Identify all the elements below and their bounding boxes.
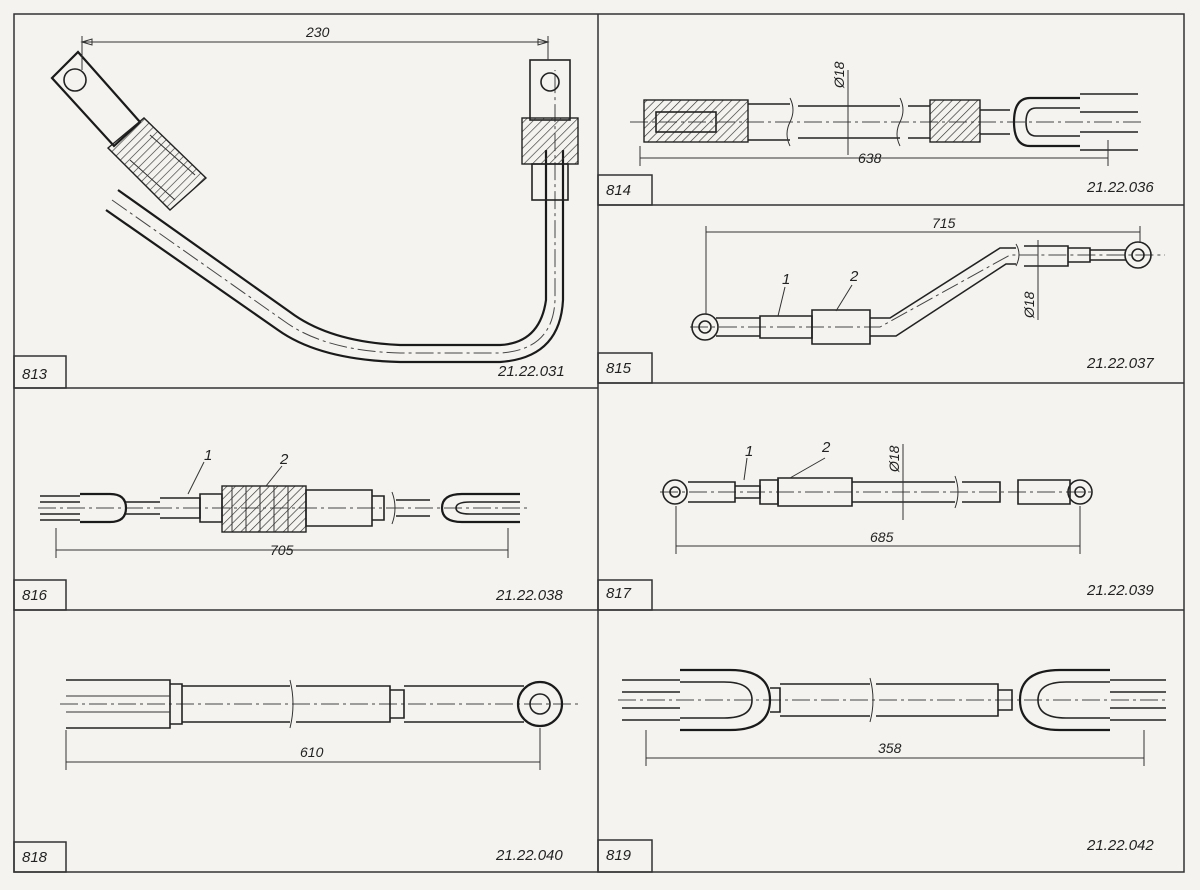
part-code: 21.22.031 [497,363,565,380]
panel-818: 610 818 21.22.040 [13,679,580,873]
callout-1: 1 [204,447,212,464]
panel-number: 817 [606,585,632,602]
panel-number: 819 [606,847,632,864]
callout-2: 2 [821,439,831,456]
dim-705: 705 [270,542,294,558]
dim-230: 230 [305,24,330,40]
panel-819: 358 819 21.22.042 [597,668,1168,873]
panel-number: 814 [606,182,631,199]
callout-2: 2 [849,268,859,285]
panel-817: 1 2 Ø18 685 817 21.22.039 [597,439,1154,611]
part-code: 21.22.037 [1086,355,1154,372]
dim-715: 715 [932,215,956,231]
part-code: 21.22.038 [495,587,563,604]
panel-815: 1 2 715 Ø18 815 21.22.037 [597,215,1165,384]
dim-358: 358 [878,740,902,756]
part-code: 21.22.039 [1086,582,1154,599]
sheet-grid [13,13,1185,873]
panel-number: 815 [606,360,632,377]
part-code: 21.22.036 [1086,179,1154,196]
dim-685: 685 [870,529,894,545]
panel-number: 818 [22,849,48,866]
callout-1: 1 [782,271,790,288]
callout-2: 2 [279,451,289,468]
dim-638: 638 [858,150,882,166]
dim-610: 610 [300,744,324,760]
part-code: 21.22.042 [1086,837,1154,854]
dim-diameter-18: Ø18 [886,445,902,473]
dim-diameter-18: Ø18 [1021,291,1037,319]
panel-number: 816 [22,587,48,604]
part-code: 21.22.040 [495,847,563,864]
dim-diameter-18: Ø18 [831,61,847,89]
panel-814: Ø18 638 814 21.22.036 [597,61,1154,206]
panel-816: 1 2 705 816 21.22.038 [13,447,563,611]
panel-813: 230 813 21.22.031 [13,24,579,389]
panel-number: 813 [22,366,48,383]
callout-1: 1 [745,443,753,460]
